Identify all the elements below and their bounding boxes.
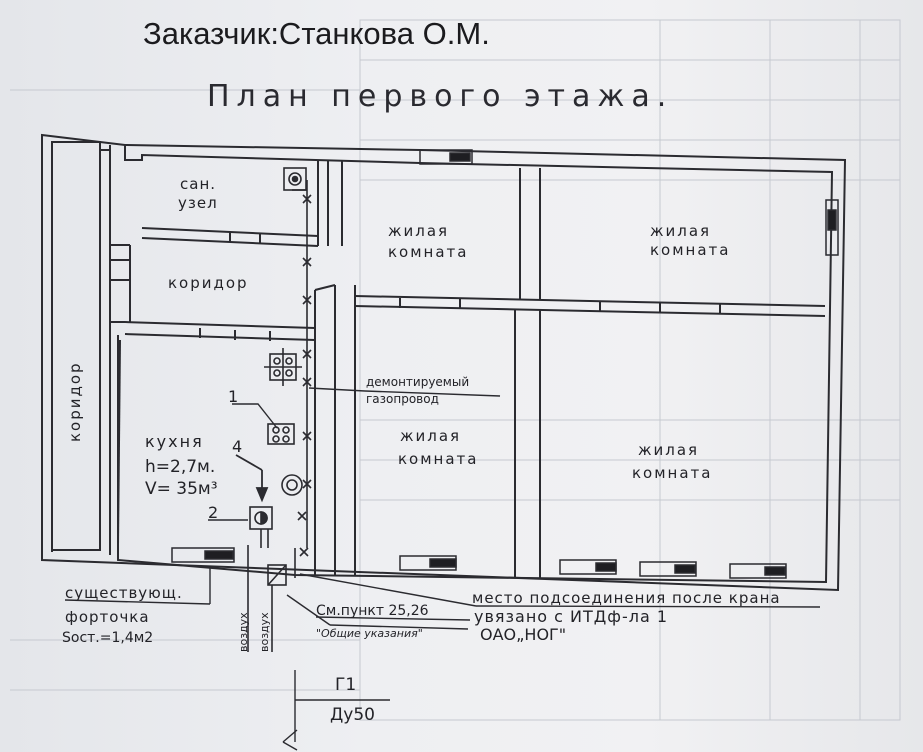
general-notes-label: "Общие указания" xyxy=(316,627,423,640)
air-label-1: воздух xyxy=(237,612,250,652)
interior-partitions xyxy=(110,160,826,578)
living-room-top-middle-2: комната xyxy=(388,243,468,261)
bathroom-boiler-symbol xyxy=(283,167,307,191)
living-room-bottom-right-1: жилая xyxy=(638,441,699,459)
marker-4: 4 xyxy=(232,437,242,456)
organization-label: ОАО„НОГ" xyxy=(480,625,566,644)
gas-stove-symbol xyxy=(267,423,295,445)
pipe-label: Г1 xyxy=(335,675,356,695)
corridor-label-top: коридор xyxy=(168,274,249,292)
leader-lines xyxy=(64,387,821,751)
living-room-middle-1: жилая xyxy=(400,427,461,445)
bathroom-label-1: сан. xyxy=(180,175,216,193)
living-room-top-right-1: жилая xyxy=(650,222,711,240)
outer-walls xyxy=(41,133,847,592)
kitchen-volume: V= 35м³ xyxy=(145,479,218,499)
existing-window-label-1: существующ. xyxy=(65,584,183,602)
living-room-middle-2: комната xyxy=(398,450,478,468)
kitchen-label: кухня xyxy=(145,432,204,451)
plan-title: План первого этажа. xyxy=(207,79,673,114)
gas-stove-symbol-upper xyxy=(264,348,302,386)
water-heater-symbol xyxy=(249,506,273,548)
living-room-top-right-2: комната xyxy=(650,241,730,259)
background-bleed-table xyxy=(10,19,901,721)
gas-pipeline xyxy=(292,180,312,578)
dismantled-pipeline-label-1: демонтируемый xyxy=(366,375,469,389)
existing-window-label-2: форточка xyxy=(65,608,150,626)
see-items-label: См.пункт 25,26 xyxy=(316,603,429,619)
marker-2: 2 xyxy=(208,503,218,522)
pipe-size-label: Ду50 xyxy=(330,705,375,725)
bathroom-label-2: узел xyxy=(178,194,218,212)
supply-arrow xyxy=(235,454,269,503)
linked-with-label: увязано с ИТДф-ла 1 xyxy=(474,607,668,626)
existing-window-area: Sост.=1,4м2 xyxy=(62,630,153,646)
left-corridor-strip xyxy=(51,141,111,555)
living-room-top-middle-1: жилая xyxy=(388,222,449,240)
customer-line: Заказчик:Станкова О.М. xyxy=(143,16,490,51)
ventilation-ducts xyxy=(247,545,287,652)
corridor-label-left: коридор xyxy=(66,361,84,442)
marker-1: 1 xyxy=(228,387,238,406)
windows xyxy=(171,149,839,579)
air-label-2: воздух xyxy=(258,612,271,652)
connection-point-label: место подсоединения после крана xyxy=(472,589,781,607)
kitchen-height: h=2,7м. xyxy=(145,457,215,477)
living-room-bottom-right-2: комната xyxy=(632,464,712,482)
dismantled-pipeline-label-2: газопровод xyxy=(366,392,439,406)
gas-meter-symbol xyxy=(281,474,303,496)
